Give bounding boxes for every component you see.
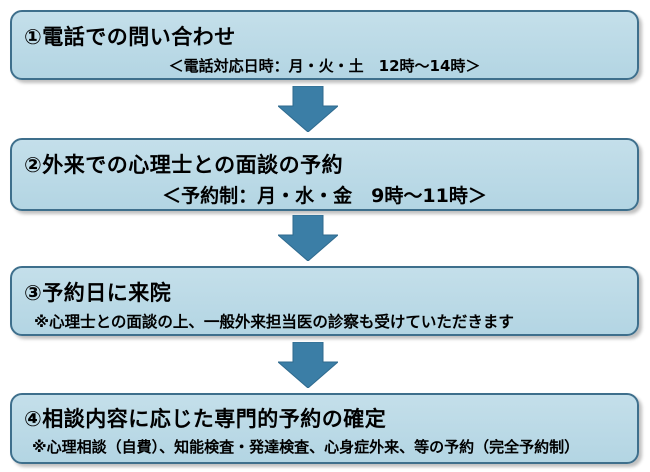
step-1-detail: ＜電話対応日時：月・火・土 12時～14時＞ [168,57,481,75]
step-1-box: ①電話での問い合わせ ＜電話対応日時：月・火・土 12時～14時＞ [10,10,639,80]
down-arrow-icon [278,342,338,388]
step-2-title: ②外来での心理士との面談の予約 [24,153,344,177]
step-4-box: ④相談内容に応じた専門的予約の確定 ※心理相談（自費）、知能検査・発達検査、心身… [10,393,639,464]
step-4-detail: ※心理相談（自費）、知能検査・発達検査、心身症外来、等の予約（完全予約制） [32,438,580,456]
step-3-title: ③予約日に来院 [24,281,172,305]
down-arrow-icon [278,86,338,132]
down-arrow-icon [278,215,338,261]
step-1-title: ①電話での問い合わせ [24,25,236,49]
step-2-box: ②外来での心理士との面談の予約 ＜予約制：月・水・金 9時～11時＞ [10,138,639,211]
step-3-box: ③予約日に来院 ※心理士との面談の上、一般外来担当医の診察も受けていただきます [10,266,639,336]
step-3-detail: ※心理士との面談の上、一般外来担当医の診察も受けていただきます [34,313,514,331]
step-4-title: ④相談内容に応じた専門的予約の確定 [24,407,387,431]
step-2-detail: ＜予約制：月・水・金 9時～11時＞ [162,185,487,207]
